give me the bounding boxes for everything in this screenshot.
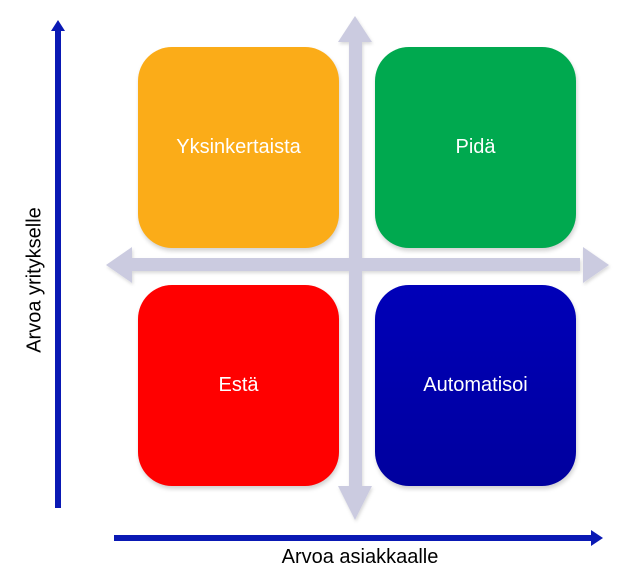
quadrant-prevent-label: Estä: [218, 374, 259, 396]
x-axis-arrow-right-icon: [591, 530, 603, 546]
quadrant-simplify: Yksinkertaista: [138, 47, 339, 248]
quadrant-keep-label: Pidä: [455, 136, 496, 158]
y-axis-arrow-up-icon: [51, 20, 65, 31]
cross-arrow-down-icon: [338, 486, 372, 520]
y-axis-label: Arvoa yritykselle: [23, 207, 46, 353]
cross-arrow-up-icon: [338, 16, 372, 42]
quadrant-simplify-label: Yksinkertaista: [176, 136, 301, 158]
x-axis-label: Arvoa asiakkaalle: [281, 546, 439, 568]
quadrant-automate: Automatisoi: [375, 285, 576, 486]
quadrant-automate-label: Automatisoi: [423, 374, 528, 396]
quadrant-prevent: Estä: [138, 285, 339, 486]
x-axis-line: [114, 535, 594, 541]
quadrant-keep: Pidä: [375, 47, 576, 248]
cross-arrow-right-icon: [583, 247, 609, 283]
y-axis-line: [55, 30, 61, 508]
horizontal-cross-shaft: [130, 258, 580, 271]
cross-arrow-left-icon: [106, 247, 132, 283]
